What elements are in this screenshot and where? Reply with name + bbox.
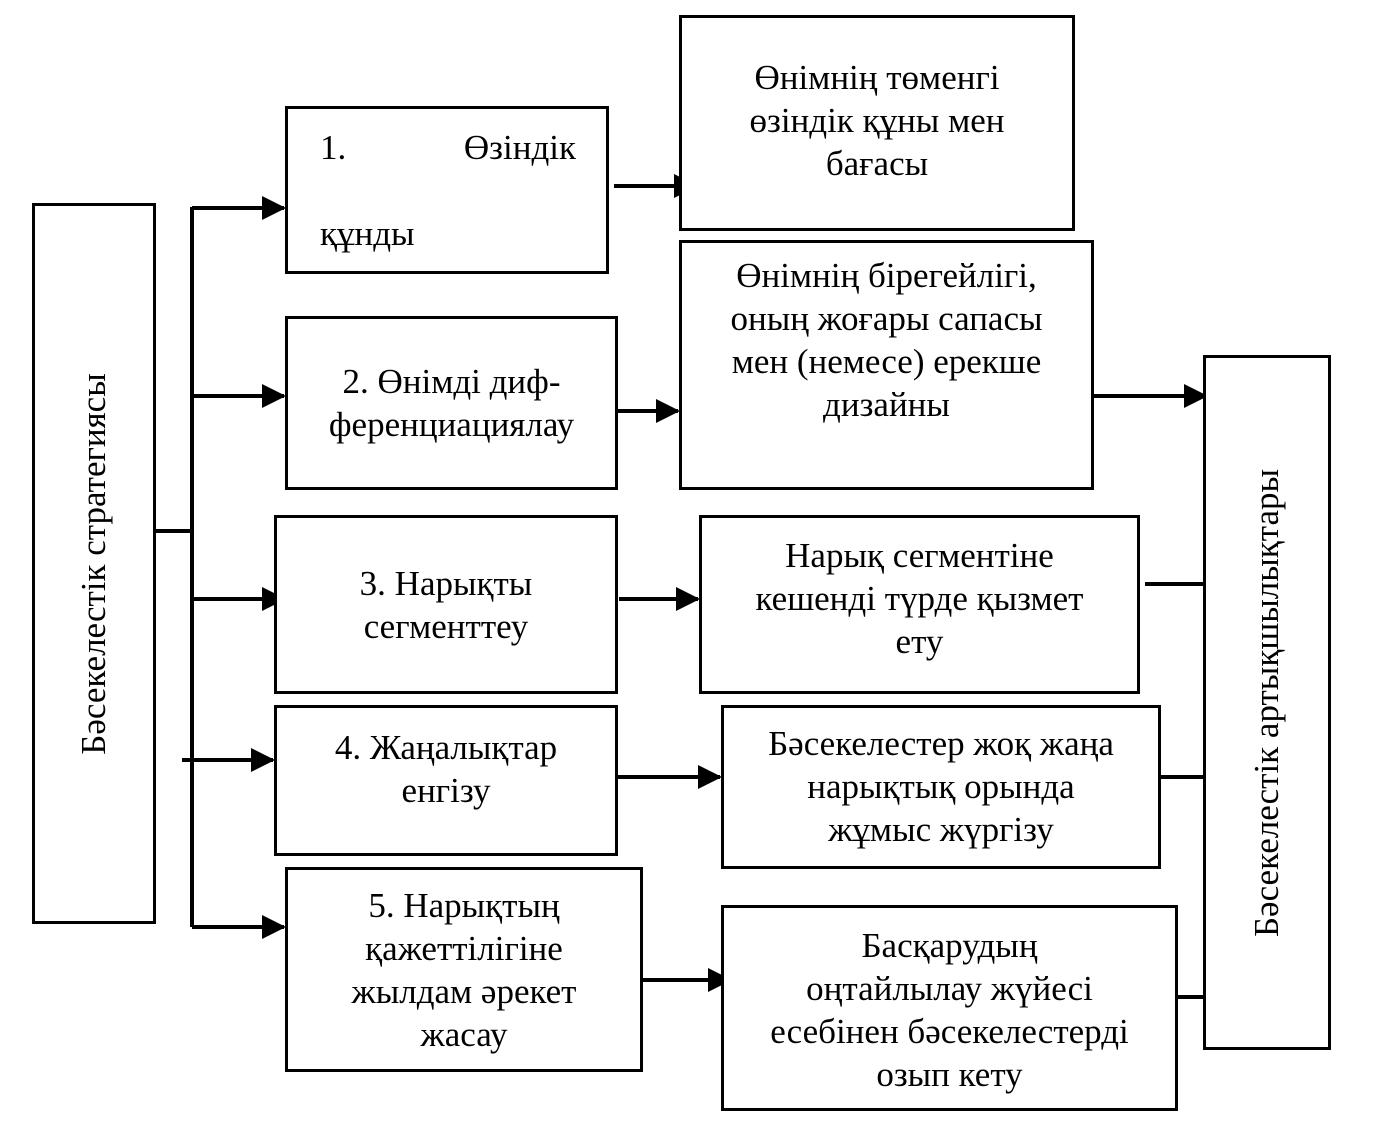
arrowhead xyxy=(262,384,286,408)
strategy-3-text: 3. Нарықты сегменттеу xyxy=(359,563,533,646)
arrowhead xyxy=(1184,384,1208,408)
advantage-box-5: Басқарудың оңтайлылау жүйесі есебінен бә… xyxy=(721,905,1178,1111)
advantage-2-text: Өнімнің бірегейлігі, оның жоғары сапасы … xyxy=(730,256,1043,424)
arrowhead xyxy=(676,587,700,611)
advantage-box-1: Өнімнің төменгі өзіндік құны мен бағасы xyxy=(679,15,1075,231)
advantage-3-text: Нарық сегментіне кешенді түрде қызмет ет… xyxy=(755,536,1084,661)
arrowhead xyxy=(262,196,286,220)
advantage-box-3: Нарық сегментіне кешенді түрде қызмет ет… xyxy=(699,515,1140,694)
competitive-strategy-box: Бәсекелестік стратегиясы xyxy=(32,203,156,924)
strategy-box-1: 1. Өзіндік құнды xyxy=(285,106,609,274)
advantage-4-text: Бәсекелестер жоқ жаңа нарықтық орында жұ… xyxy=(768,723,1114,849)
strategy-5-text: 5. Нарықтың қажеттілігіне жылдам әрекет … xyxy=(351,885,577,1054)
arrowhead xyxy=(656,399,680,423)
strategy-box-5: 5. Нарықтың қажеттілігіне жылдам әрекет … xyxy=(285,867,643,1072)
competitive-advantages-box: Бәсекелестік артықшылықтары xyxy=(1203,355,1331,1050)
competitive-strategy-label: Бәсекелестік стратегиясы xyxy=(74,372,113,755)
strategy-box-3: 3. Нарықты сегменттеу xyxy=(274,515,618,694)
arrowhead xyxy=(251,748,275,772)
strategy-4-text: 4. Жаңалықтар енгізу xyxy=(334,727,558,810)
strategy-box-4: 4. Жаңалықтар енгізу xyxy=(274,705,618,856)
strategy-1-word: Өзіндік xyxy=(463,127,576,167)
advantage-box-2: Өнімнің бірегейлігі, оның жоғары сапасы … xyxy=(679,240,1094,490)
arrowhead xyxy=(708,968,732,992)
arrowhead xyxy=(698,765,722,789)
strategy-box-2: 2. Өнімді диф- ференциациялау xyxy=(285,316,618,490)
advantage-1-text: Өнімнің төменгі өзіндік құны мен бағасы xyxy=(749,57,1005,183)
strategy-1-number: 1. xyxy=(320,127,347,167)
competitive-advantages-label: Бәсекелестік артықшылықтары xyxy=(1247,468,1286,937)
strategy-2-text: 2. Өнімді диф- ференциациялау xyxy=(328,362,575,444)
advantage-box-4: Бәсекелестер жоқ жаңа нарықтық орында жұ… xyxy=(721,705,1161,869)
advantage-5-text: Басқарудың оңтайлылау жүйесі есебінен бә… xyxy=(770,926,1129,1094)
strategy-1-line2: құнды xyxy=(320,213,415,253)
arrowhead xyxy=(262,915,286,939)
